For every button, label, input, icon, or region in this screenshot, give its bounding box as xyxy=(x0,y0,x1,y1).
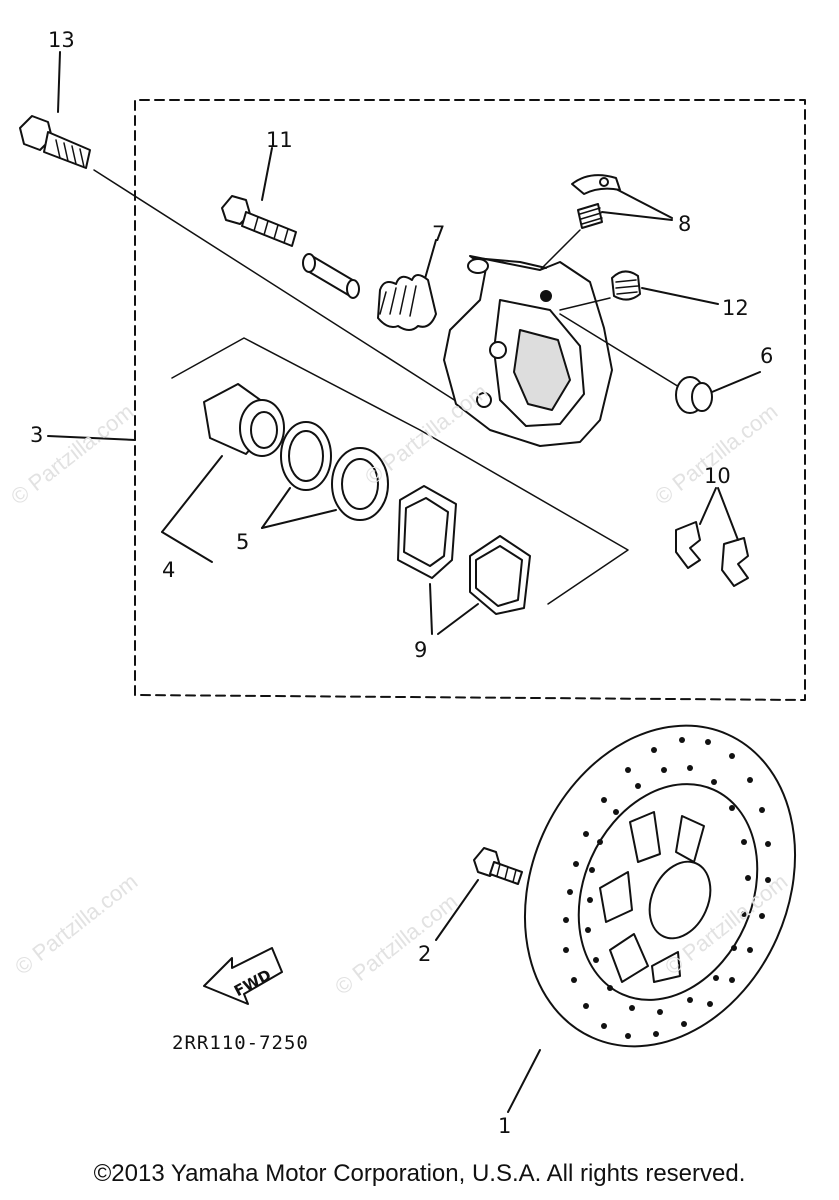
leader-3 xyxy=(47,435,136,441)
caliper-assembly-frame xyxy=(134,99,806,701)
piston-4 xyxy=(161,383,285,563)
brake-pads-9 xyxy=(397,485,531,635)
callout-4: 4 xyxy=(162,558,176,582)
copyright-notice: ©2013 Yamaha Motor Corporation, U.S.A. A… xyxy=(93,1160,746,1187)
fwd-arrow-icon xyxy=(203,947,283,1005)
brake-disc-1 xyxy=(507,724,797,1113)
pin-sleeve xyxy=(302,253,360,299)
bolt-13 xyxy=(19,51,471,411)
callout-3: 3 xyxy=(30,423,44,447)
callout-12: 12 xyxy=(722,296,749,320)
boot-12 xyxy=(611,270,719,305)
disc-vent-holes xyxy=(563,737,771,1039)
callout-2: 2 xyxy=(418,942,432,966)
callout-10: 10 xyxy=(704,464,731,488)
callout-9: 9 xyxy=(414,638,428,662)
caliper-body xyxy=(443,229,685,447)
callout-5: 5 xyxy=(236,530,250,554)
callout-6: 6 xyxy=(760,344,774,368)
callout-7: 7 xyxy=(432,222,446,246)
pad-springs-10 xyxy=(675,487,749,587)
bolt-11 xyxy=(221,147,297,247)
callout-13: 13 xyxy=(48,28,75,52)
piston-kit-frame xyxy=(171,337,629,605)
boot-7 xyxy=(377,239,437,331)
callout-11: 11 xyxy=(266,128,293,152)
callout-8: 8 xyxy=(678,212,692,236)
part-code: 2RR110-7250 xyxy=(172,1032,309,1054)
disc-bolt-2 xyxy=(435,847,523,941)
bushing-6 xyxy=(675,371,761,414)
bleed-screw-8 xyxy=(571,174,673,229)
callout-1: 1 xyxy=(498,1114,512,1138)
seals-5 xyxy=(261,421,389,529)
